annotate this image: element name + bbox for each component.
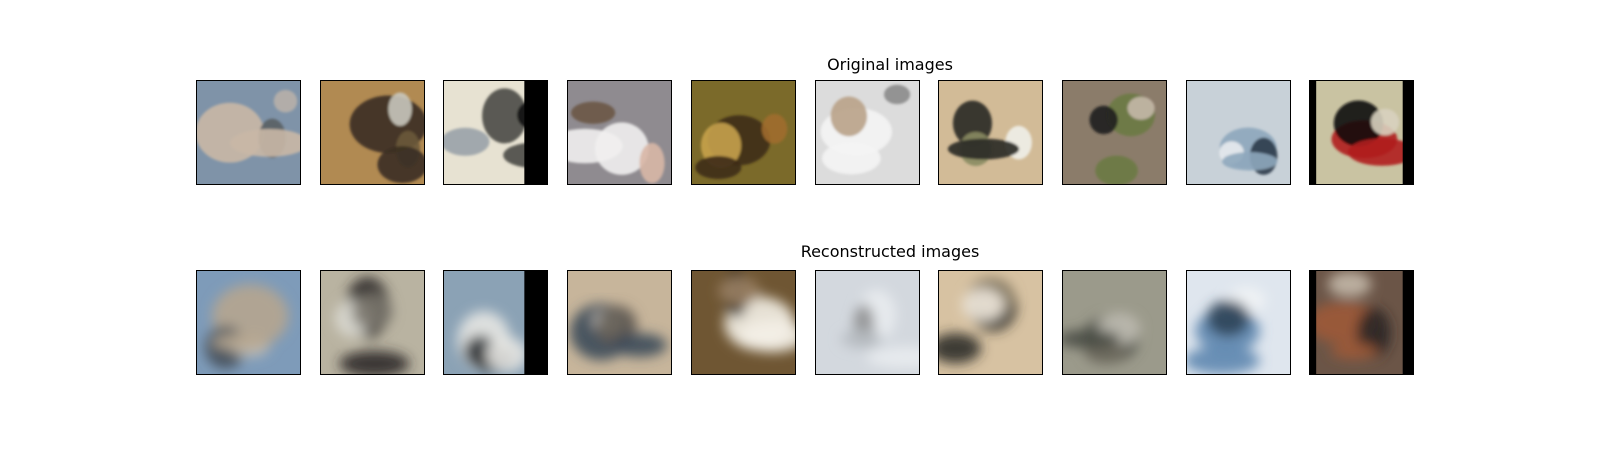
car-image (443, 80, 549, 185)
horses-fence-image (938, 80, 1044, 185)
goose-water-image (319, 80, 425, 185)
bird-branch-image (1061, 80, 1167, 185)
dog-image (814, 80, 920, 185)
original-images-row (0, 80, 1600, 186)
blurred-goose-image (319, 270, 425, 375)
blurred-dog-image (814, 270, 920, 375)
blurred-boat-image (196, 270, 301, 375)
blurred-horse-image (690, 270, 796, 375)
red-car-image (1309, 80, 1415, 185)
blurred-ship-image (1185, 270, 1291, 375)
blurred-red-car-image (1309, 270, 1415, 375)
blurred-bird-image (1061, 270, 1167, 375)
reconstructed-images-title: Reconstructed images (800, 242, 980, 261)
ship-image (1185, 80, 1291, 185)
reconstructed-images-row (0, 270, 1600, 376)
boat-harbor-image (196, 80, 301, 185)
cat-image (567, 80, 673, 185)
original-images-title: Original images (827, 55, 953, 74)
blurred-car-image (443, 270, 549, 375)
horse-field-image (690, 80, 796, 185)
blurred-cat-image (567, 270, 673, 375)
blurred-horses-image (938, 270, 1044, 375)
